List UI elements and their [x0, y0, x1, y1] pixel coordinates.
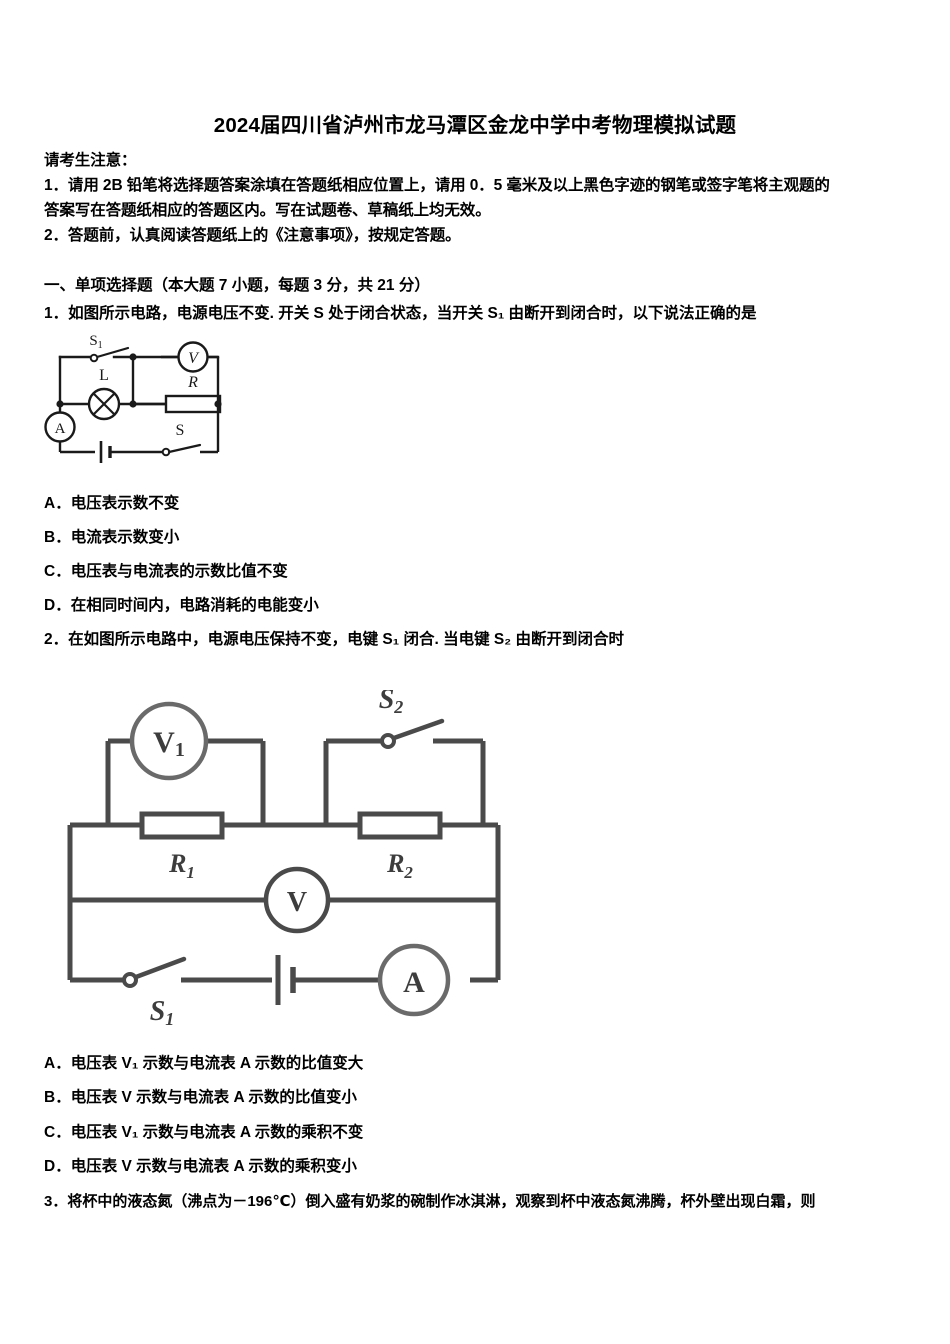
question-2-option-d: D．电压表 V 示数与电流表 A 示数的乘积变小 — [44, 1158, 357, 1175]
svg-text:L: L — [99, 367, 109, 384]
question-2-stem: 2．在如图所示电路中，电源电压保持不变，电键 S₁ 闭合. 当电键 S₂ 由断开… — [44, 631, 624, 648]
svg-text:A: A — [403, 966, 425, 999]
notice-item-1-cont: 答案写在答题纸相应的答题区内。写在试题卷、草稿纸上均无效。 — [44, 202, 491, 219]
circuit-diagram-1: V R A — [40, 335, 290, 467]
svg-text:R: R — [187, 374, 198, 391]
question-2-option-b: B．电压表 V 示数与电流表 A 示数的比值变小 — [44, 1089, 357, 1106]
question-2-option-c: C．电压表 V₁ 示数与电流表 A 示数的乘积不变 — [44, 1124, 364, 1141]
svg-text:V: V — [287, 887, 307, 918]
svg-text:R1: R1 — [168, 849, 195, 882]
page-title: 2024届四川省泸州市龙马潭区金龙中学中考物理模拟试题 — [213, 114, 737, 137]
svg-text:V: V — [188, 350, 200, 367]
question-1-option-a: A．电压表示数不变 — [44, 495, 180, 512]
question-1-option-c: C．电压表与电流表的示数比值不变 — [44, 563, 288, 580]
svg-text:S2: S2 — [379, 690, 404, 717]
notice-heading: 请考生注意： — [44, 152, 137, 169]
question-1-option-b: B．电流表示数变小 — [44, 529, 180, 546]
question-2-option-a: A．电压表 V₁ 示数与电流表 A 示数的比值变大 — [44, 1055, 364, 1072]
question-1-option-d: D．在相同时间内，电路消耗的电能变小 — [44, 597, 319, 614]
question-3-stem: 3．将杯中的液态氮（沸点为－196℃）倒入盛有奶浆的碗制作冰淇淋，观察到杯中液态… — [44, 1193, 816, 1210]
notice-item-2: 2．答题前，认真阅读答题纸上的《注意事项》，按规定答题。 — [44, 227, 461, 244]
question-1-stem: 1．如图所示电路，电源电压不变. 开关 S 处于闭合状态，当开关 S₁ 由断开到… — [44, 305, 757, 322]
svg-text:S: S — [176, 422, 185, 439]
circuit-diagram-2: R1 R2 V1 S2 V S1 — [50, 690, 520, 1040]
section-heading-choice: 一、单项选择题（本大题 7 小题，每题 3 分，共 21 分） — [44, 277, 430, 294]
svg-text:R2: R2 — [386, 849, 413, 882]
candidate-notice: 请考生注意： 1．请用 2B 铅笔将选择题答案涂填在答题纸相应位置上，请用 0．… — [44, 148, 908, 248]
svg-text:A: A — [55, 421, 66, 437]
svg-text:S1: S1 — [89, 335, 102, 351]
notice-item-1: 1．请用 2B 铅笔将选择题答案涂填在答题纸相应位置上，请用 0．5 毫米及以上… — [44, 177, 830, 194]
svg-text:S1: S1 — [150, 996, 175, 1029]
